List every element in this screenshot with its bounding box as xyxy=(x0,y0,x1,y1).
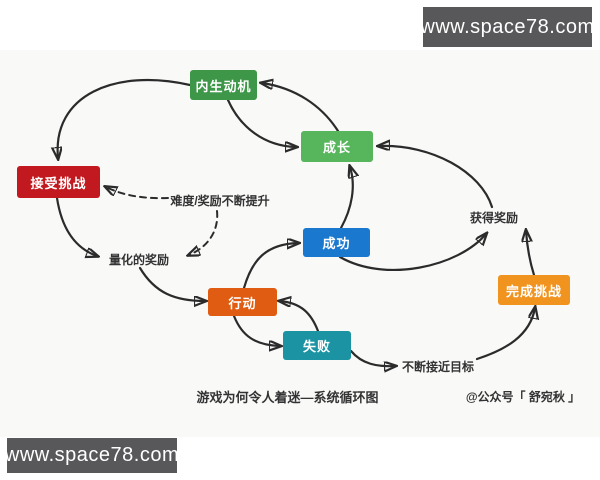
watermark-top: www.space78.com xyxy=(420,7,595,47)
node-failure: 失败 xyxy=(283,331,351,360)
node-action: 行动 xyxy=(208,288,277,316)
watermark-top-text: www.space78.com xyxy=(420,15,595,38)
watermark-bottom: www.space78.com xyxy=(4,438,180,473)
label-difficulty-reward-note: 难度/奖励不断提升 xyxy=(170,194,270,208)
label-get-reward: 获得奖励 xyxy=(469,211,518,225)
node-intrinsic-motivation: 内生动机 xyxy=(190,70,257,100)
node-growth: 成长 xyxy=(301,131,373,162)
diagram-credit: @公众号「 舒宛秋 」 xyxy=(465,390,581,404)
node-complete-challenge: 完成挑战 xyxy=(498,275,570,305)
node-success: 成功 xyxy=(303,228,370,257)
label-approach-goal: 不断接近目标 xyxy=(401,360,474,374)
watermark-bottom-text: www.space78.com xyxy=(4,444,180,466)
diagram-canvas xyxy=(0,50,600,437)
node-accept-challenge: 接受挑战 xyxy=(17,166,100,198)
label-quantified-reward: 量化的奖励 xyxy=(108,253,169,267)
diagram-caption: 游戏为何令人着迷—系统循环图 xyxy=(196,390,379,405)
